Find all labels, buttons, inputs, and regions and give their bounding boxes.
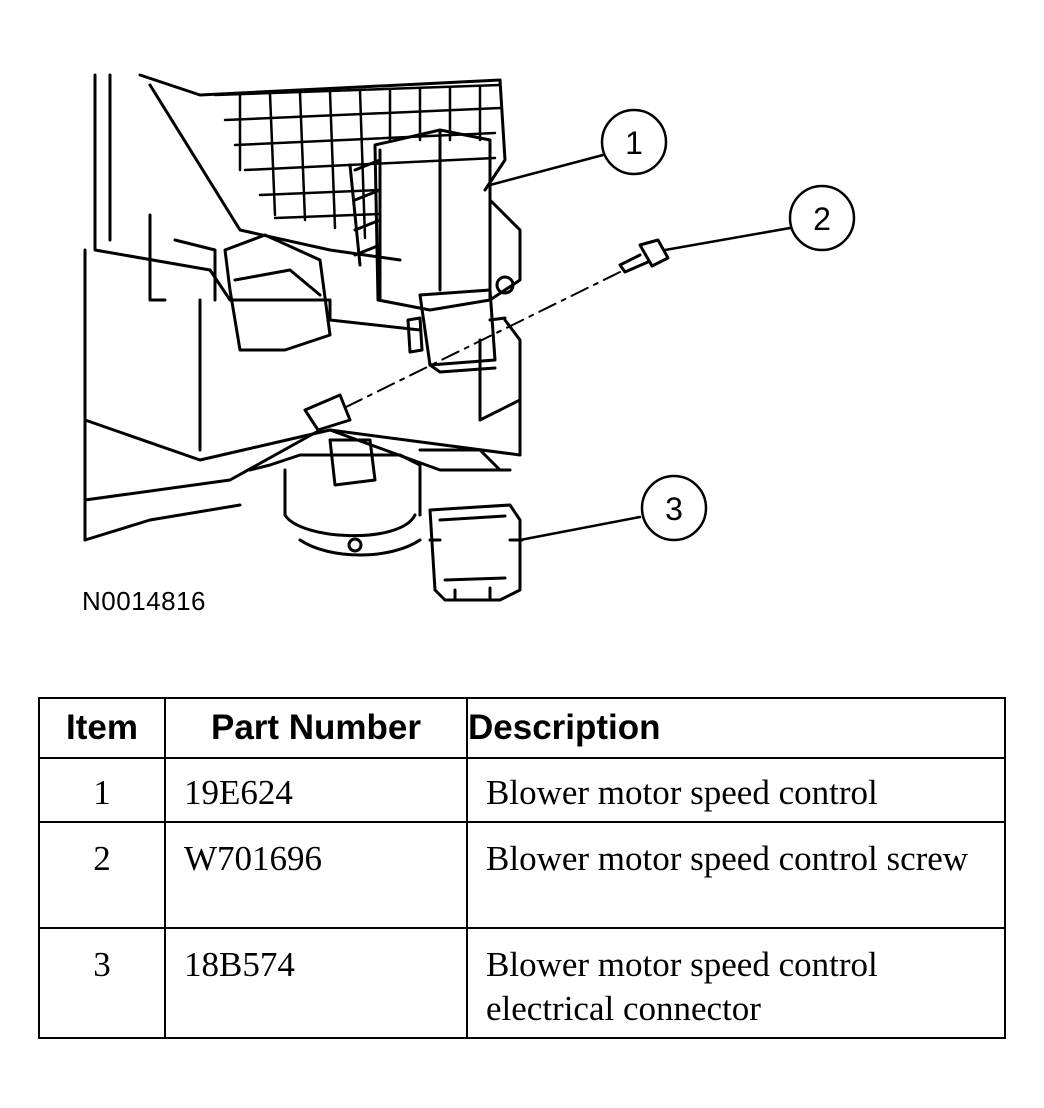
assembly-path-line (339, 271, 621, 411)
cell-item: 1 (38, 757, 166, 823)
leader-line-3 (518, 515, 642, 542)
screw (618, 238, 670, 274)
blower-motor-illustration: 1 2 3 (83, 73, 856, 602)
screw-boss (303, 393, 352, 432)
cell-item: 3 (38, 927, 166, 1039)
table-row: 2 W701696 Blower motor speed control scr… (38, 821, 1006, 929)
hvac-housing (83, 73, 522, 542)
leader-line-2 (663, 226, 792, 252)
figure-id: N0014816 (82, 586, 206, 616)
exploded-view-drawing: 1 2 3 (83, 73, 856, 602)
cell-description: Blower motor speed control electrical co… (466, 927, 1006, 1039)
callout-label-1: 1 (625, 125, 643, 161)
header-item: Item (38, 697, 166, 759)
callout-label-2: 2 (813, 201, 831, 237)
speed-control-module (348, 128, 522, 312)
cell-description: Blower motor speed control (466, 757, 1006, 823)
table-row: 1 19E624 Blower motor speed control (38, 757, 1006, 823)
blower-motor (248, 438, 502, 557)
callout-circle-2 (788, 184, 856, 252)
callout-circle-1 (600, 108, 668, 176)
housing-door (148, 213, 332, 352)
header-description: Description (466, 697, 1006, 759)
table-row: 3 18B574 Blower motor speed control elec… (38, 927, 1006, 1039)
electrical-connector (428, 503, 524, 602)
table-header-row: Item Part Number Description (38, 697, 1006, 759)
cell-part-number: W701696 (164, 821, 468, 929)
parts-table: Item Part Number Description 1 19E624 Bl… (38, 697, 1006, 1039)
cell-part-number: 19E624 (164, 757, 468, 823)
cell-description: Blower motor speed control screw (466, 821, 1006, 929)
header-part-number: Part Number (164, 697, 468, 759)
module-connector (406, 288, 507, 374)
callout-circle-3 (640, 474, 708, 542)
callout-label-3: 3 (665, 491, 683, 527)
leader-line-1 (488, 153, 605, 187)
cell-part-number: 18B574 (164, 927, 468, 1039)
inlet-grille (213, 83, 502, 240)
cell-item: 2 (38, 821, 166, 929)
